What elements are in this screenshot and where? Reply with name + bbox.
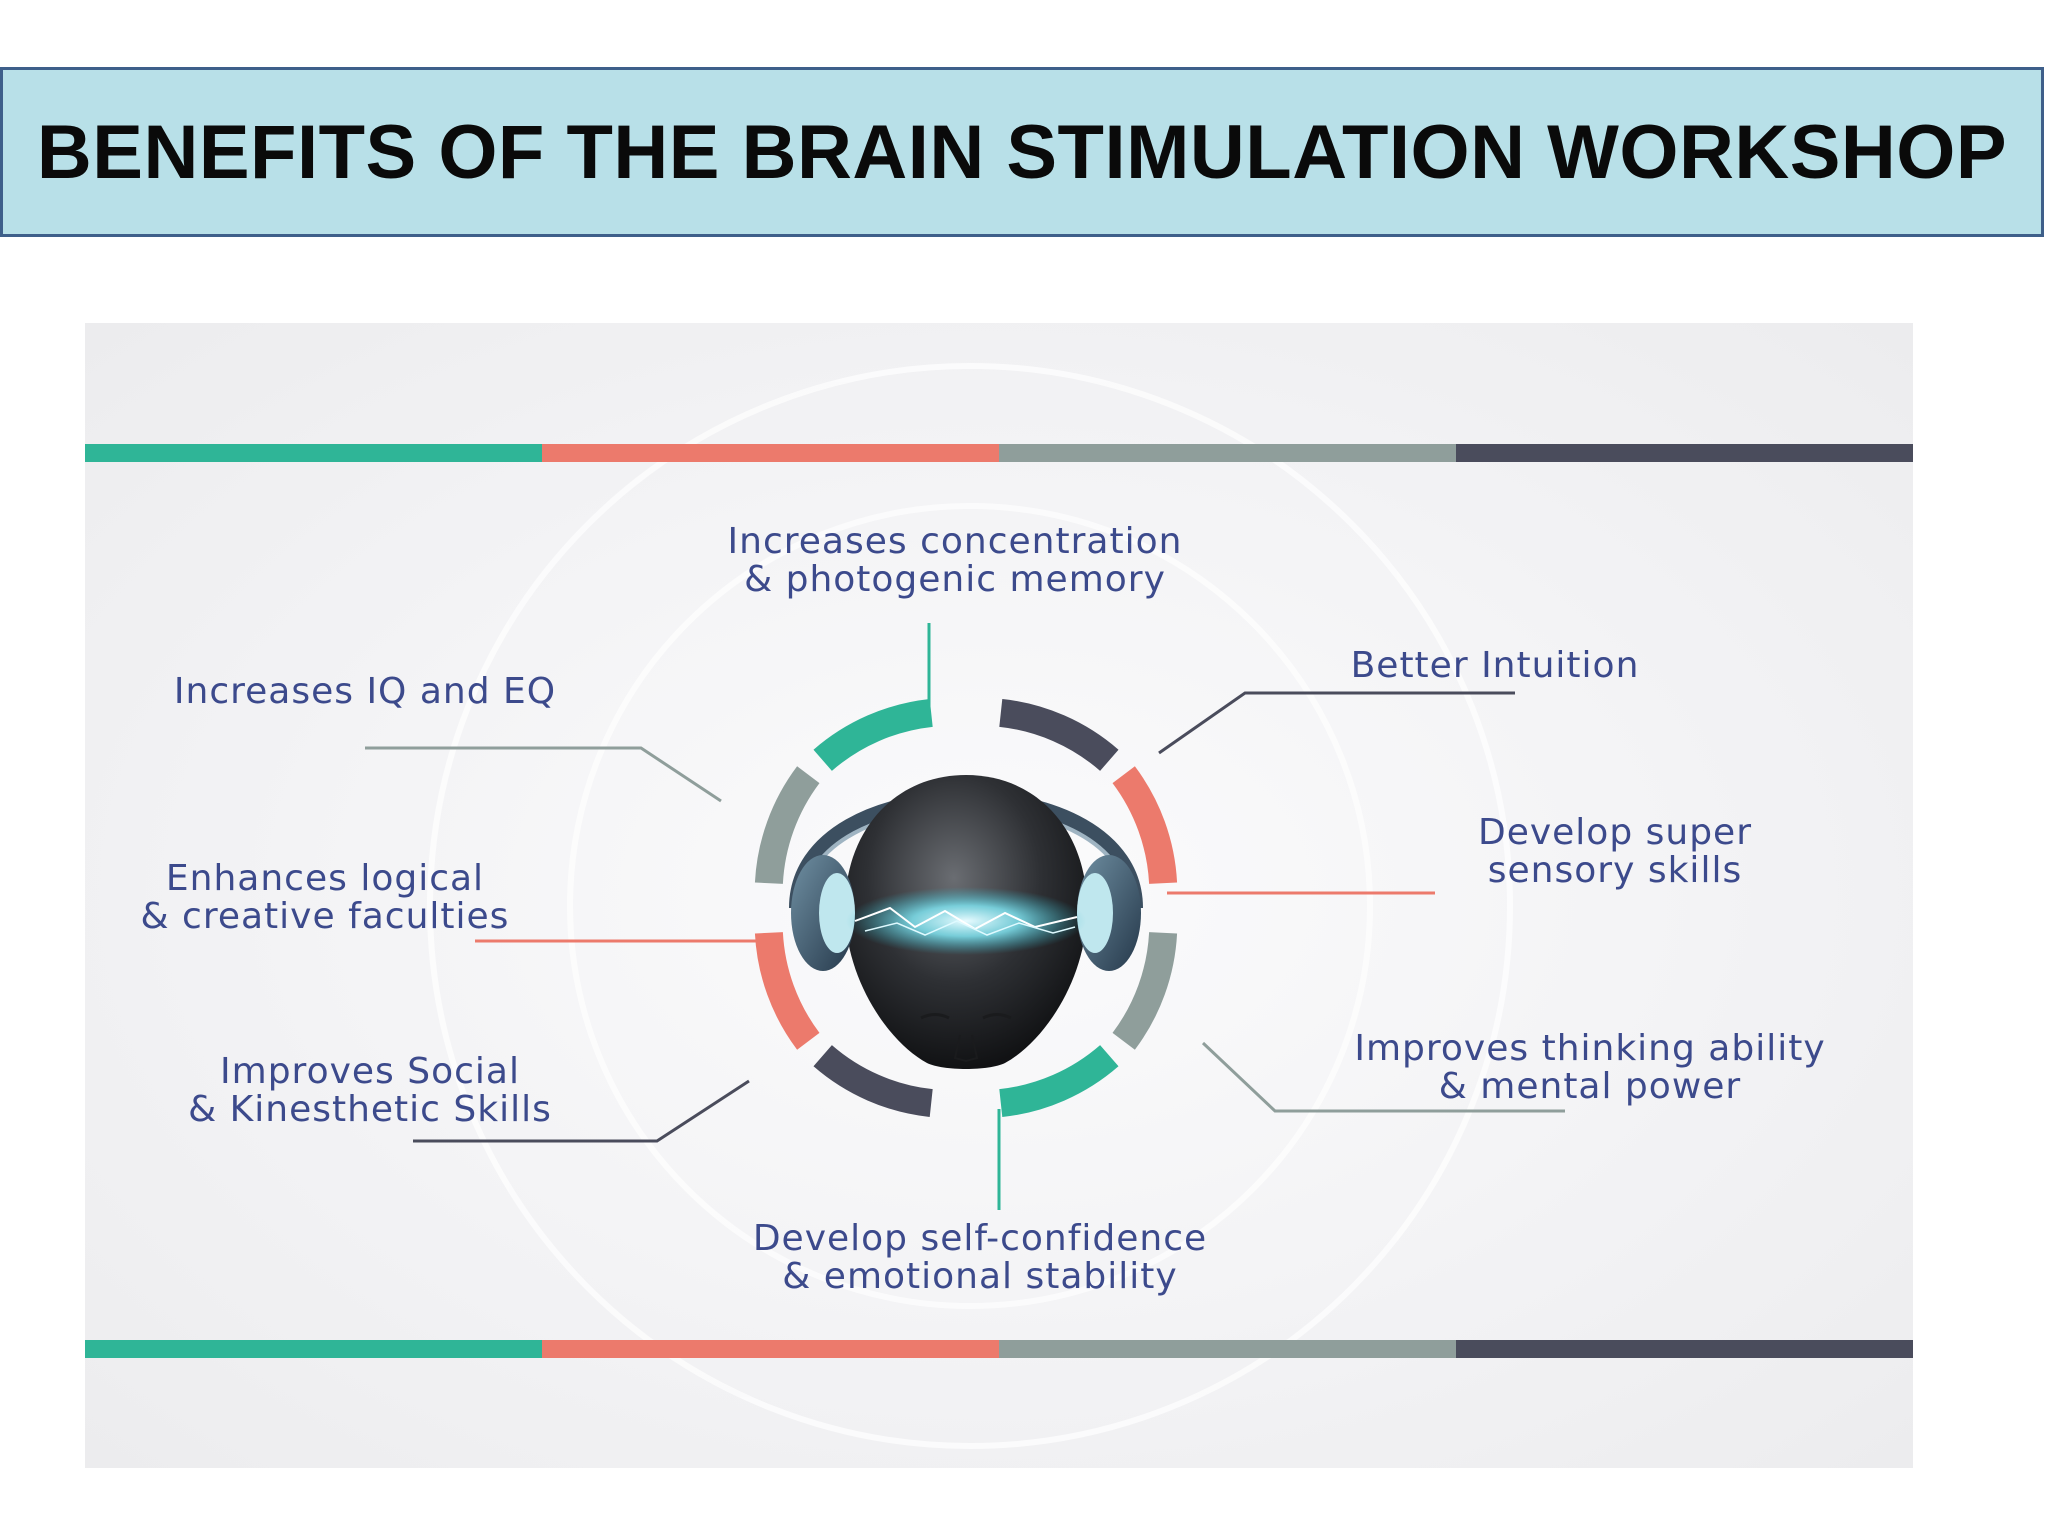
benefit-label-social: Improves Social & Kinesthetic Skills: [145, 1053, 595, 1129]
bottom-color-stripe: [85, 1340, 1913, 1358]
benefit-line-1: Increases concentration: [727, 521, 1183, 562]
arc-segment-sensory: [1112, 766, 1178, 885]
infographic-graphics: [85, 363, 1913, 1449]
leader-line-thinking: [1201, 1041, 1565, 1113]
benefit-line-2: & mental power: [1438, 1066, 1742, 1107]
arc-segment-intuition: [999, 698, 1119, 772]
benefit-line-1: Develop self-confidence: [752, 1218, 1208, 1259]
benefit-line-2: & creative faculties: [140, 896, 510, 937]
arc-segment-thinking: [1112, 931, 1178, 1050]
benefit-line-2: & emotional stability: [782, 1256, 1178, 1297]
arc-segment-social: [813, 1044, 933, 1118]
benefits-infographic: Increases concentration & photogenic mem…: [85, 323, 1913, 1468]
benefit-line-1: Enhances logical: [165, 858, 485, 899]
benefit-label-sensory: Develop super sensory skills: [1435, 814, 1795, 890]
arc-segment-concentration: [813, 698, 933, 772]
head-with-headphones-icon: [789, 775, 1143, 1069]
benefit-line-2: & Kinesthetic Skills: [188, 1089, 552, 1130]
leader-line-social: [413, 1079, 750, 1143]
slide-title: BENEFITS OF THE BRAIN STIMULATION WORKSH…: [36, 109, 2008, 195]
benefit-line-1: Increases IQ and EQ: [173, 671, 557, 712]
benefit-label-confidence: Develop self-confidence & emotional stab…: [690, 1220, 1270, 1296]
benefit-label-logical: Enhances logical & creative faculties: [85, 860, 565, 936]
benefit-line-1: Improves thinking ability: [1354, 1028, 1826, 1069]
benefit-line-1: Better Intuition: [1350, 645, 1640, 686]
arc-segment-logical: [754, 931, 820, 1050]
benefit-line-1: Improves Social: [220, 1051, 520, 1092]
benefit-line-2: & photogenic memory: [744, 559, 1166, 600]
benefit-label-iq: Increases IQ and EQ: [105, 673, 625, 711]
arc-segment-iq: [754, 766, 820, 885]
title-banner: BENEFITS OF THE BRAIN STIMULATION WORKSH…: [0, 67, 2044, 237]
background-rings: [427, 363, 1513, 1449]
benefit-line-2: sensory skills: [1487, 850, 1743, 891]
top-color-stripe: [85, 444, 1913, 462]
benefit-label-concentration: Increases concentration & photogenic mem…: [665, 523, 1245, 599]
benefit-line-1: Develop super: [1477, 812, 1753, 853]
arc-segment-confidence: [999, 1044, 1119, 1118]
leader-line-iq: [365, 746, 722, 803]
benefit-label-thinking: Improves thinking ability & mental power: [1295, 1030, 1885, 1106]
benefit-label-intuition: Better Intuition: [1325, 647, 1665, 685]
leader-line-intuition: [1158, 691, 1515, 755]
